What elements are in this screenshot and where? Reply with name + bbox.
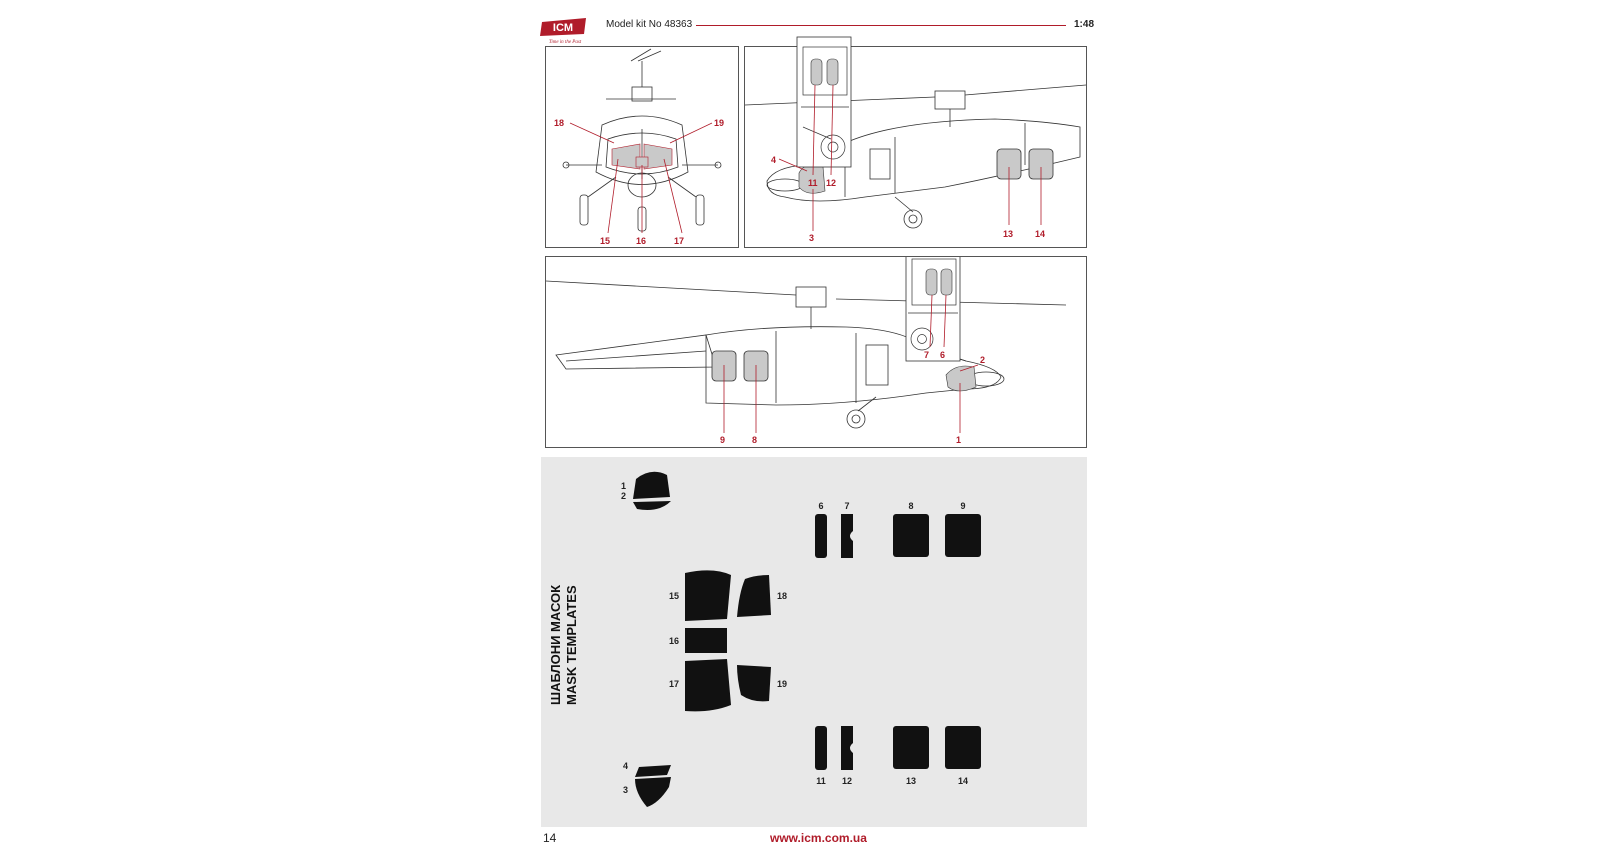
mask-label-8: 8 xyxy=(908,501,913,511)
mask-title-ua: ШАБЛОНИ МАСОК xyxy=(548,585,563,705)
mask-label-17: 17 xyxy=(669,679,679,689)
brand-tagline: Time in the Past xyxy=(549,40,582,45)
mask-label-7: 7 xyxy=(844,501,849,511)
label-1: 1 xyxy=(956,435,961,445)
label-15: 15 xyxy=(600,236,610,246)
mask-label-13: 13 xyxy=(906,776,916,786)
label-2: 2 xyxy=(980,355,985,365)
mask-label-18: 18 xyxy=(777,591,787,601)
left-side-view-panel: 11 12 4 3 13 14 xyxy=(744,36,1087,248)
label-17: 17 xyxy=(674,236,684,246)
mask-11 xyxy=(815,726,827,770)
header-rule xyxy=(696,25,1066,26)
mask-13 xyxy=(893,726,929,769)
label-13: 13 xyxy=(1003,229,1013,239)
mask-14 xyxy=(945,726,981,769)
label-16: 16 xyxy=(636,236,646,246)
mask-8 xyxy=(893,514,929,557)
label-11: 11 xyxy=(808,178,818,188)
website-link[interactable]: www.icm.com.ua xyxy=(770,831,867,845)
mask-label-14: 14 xyxy=(958,776,968,786)
mask-label-1: 1 xyxy=(621,481,626,491)
label-6: 6 xyxy=(940,350,945,360)
mask-19 xyxy=(737,665,771,702)
mask-label-11: 11 xyxy=(816,776,826,786)
mask-15 xyxy=(685,570,731,621)
scale-label: 1:48 xyxy=(1074,19,1095,30)
front-view-panel: 18 19 15 16 17 xyxy=(545,46,739,248)
label-3: 3 xyxy=(809,233,814,243)
label-4: 4 xyxy=(771,155,776,165)
mask-4 xyxy=(635,765,671,777)
kit-label: Model kit No 48363 xyxy=(606,19,693,30)
mask-label-12: 12 xyxy=(842,776,852,786)
mask-title-en: MASK TEMPLATES xyxy=(564,585,579,705)
mask-label-19: 19 xyxy=(777,679,787,689)
icm-logo: ICM Time in the Past xyxy=(540,16,590,46)
label-7: 7 xyxy=(924,350,929,360)
page-number: 14 xyxy=(543,831,557,845)
mask-templates-area: ШАБЛОНИ МАСОК MASK TEMPLATES 1 2 6 7 8 xyxy=(541,457,1087,827)
label-14: 14 xyxy=(1035,229,1045,239)
mask-17 xyxy=(685,659,731,712)
mask-7 xyxy=(841,514,853,558)
right-side-view-panel: 7 6 2 9 8 1 xyxy=(545,250,1087,448)
label-18: 18 xyxy=(554,118,564,128)
brand-name: ICM xyxy=(553,22,573,34)
mask-1 xyxy=(633,471,670,499)
mask-16 xyxy=(685,628,727,653)
label-9: 9 xyxy=(720,435,725,445)
mask-label-16: 16 xyxy=(669,636,679,646)
mask-12 xyxy=(841,726,853,770)
label-8: 8 xyxy=(752,435,757,445)
mask-9 xyxy=(945,514,981,557)
mask-label-6: 6 xyxy=(818,501,823,511)
mask-3 xyxy=(635,777,671,807)
mask-label-3: 3 xyxy=(623,785,628,795)
mask-6 xyxy=(815,514,827,558)
mask-label-4: 4 xyxy=(623,761,628,771)
mask-label-15: 15 xyxy=(669,591,679,601)
mask-2 xyxy=(633,501,671,510)
mask-label-2: 2 xyxy=(621,491,626,501)
mask-18 xyxy=(737,575,771,617)
label-19: 19 xyxy=(714,118,724,128)
label-12: 12 xyxy=(826,178,836,188)
mask-label-9: 9 xyxy=(960,501,965,511)
